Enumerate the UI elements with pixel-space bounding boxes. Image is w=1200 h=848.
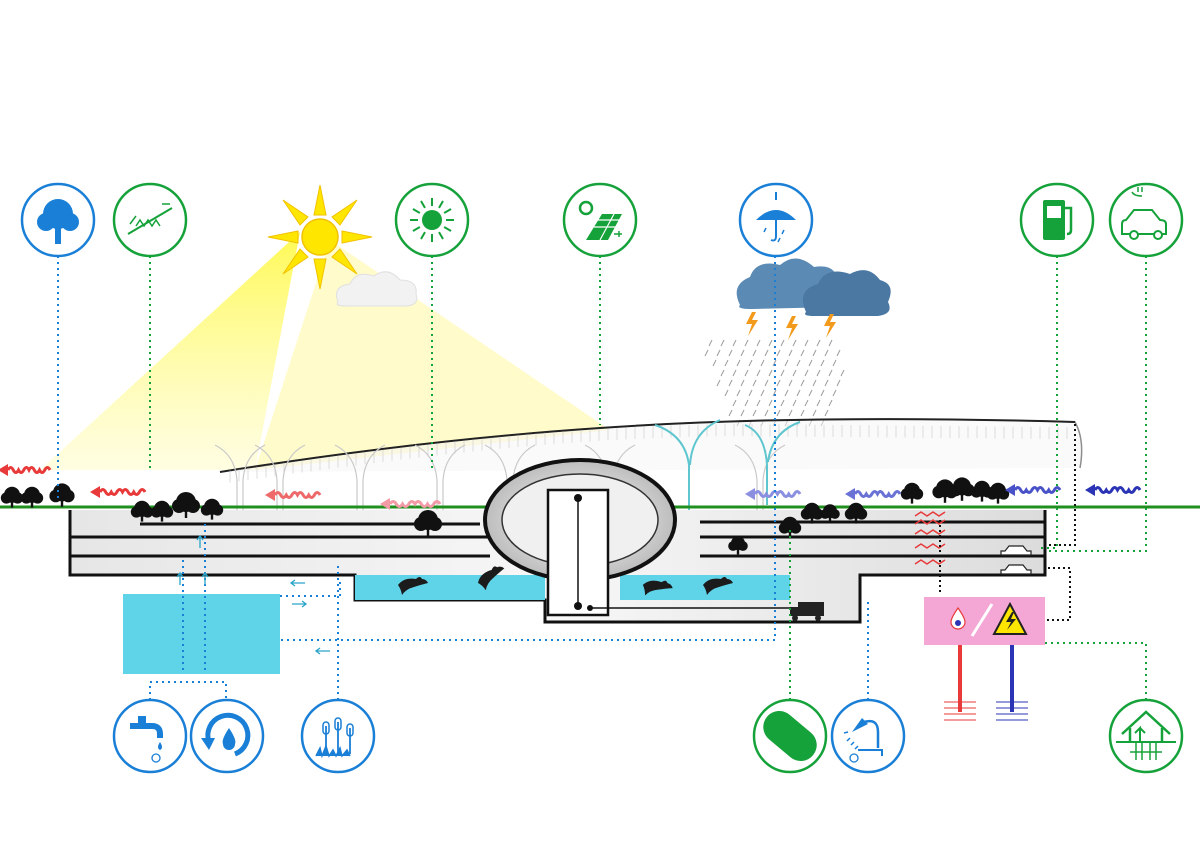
energy-panel <box>924 597 1045 721</box>
green-roof-icon <box>127 203 173 235</box>
dolphin-icons <box>398 566 733 596</box>
rain-umbrella-ring <box>738 182 814 258</box>
fuel-pump-ring <box>1019 182 1095 258</box>
tree-silhouette <box>49 483 75 507</box>
dolphin-icon <box>398 577 428 595</box>
dolphin-icon <box>477 566 505 591</box>
roof-canopy <box>219 418 1083 473</box>
car-icons <box>1000 545 1032 575</box>
shower-ring <box>830 698 906 774</box>
water-recycle-ring <box>189 698 265 774</box>
cool-air-arrow <box>1005 484 1062 496</box>
tree-silhouette <box>820 504 840 523</box>
water-tank <box>355 575 545 600</box>
tree-silhouette <box>200 498 224 520</box>
biogas-capsule-icon <box>763 711 817 761</box>
sun-daylight-icon <box>410 198 454 242</box>
reeds-wetland-icon <box>315 717 354 759</box>
water-tap-ring <box>112 698 188 774</box>
high-voltage-warning-icon <box>992 601 1028 635</box>
tree-silhouette <box>20 486 44 508</box>
tree-silhouette <box>172 492 200 518</box>
water-energy-icon <box>950 606 966 630</box>
heat-exchange-zigzag <box>914 511 946 565</box>
geothermal-house-icon <box>1116 710 1176 760</box>
icon-rings <box>20 182 1184 774</box>
canopy-grid-lines <box>229 424 1068 483</box>
green-roof-ring <box>112 182 188 258</box>
tree-silhouette <box>130 500 154 522</box>
water-tap-icon <box>130 716 163 763</box>
hot-air-arrow <box>90 486 147 498</box>
black-connector-lines <box>939 424 1076 621</box>
warm-air-arrow <box>380 498 442 510</box>
solar-panel-ring <box>562 182 638 258</box>
cool-air-arrow <box>845 488 902 500</box>
biogas-capsule-ring <box>752 698 828 774</box>
tree-silhouette <box>844 502 868 524</box>
tree-silhouette <box>414 510 442 536</box>
dolphin-icon <box>642 580 673 596</box>
reeds-wetland-ring <box>300 698 376 774</box>
tree-silhouettes <box>0 477 1010 555</box>
blue-connector-lines <box>57 256 869 700</box>
tree-silhouette <box>986 482 1010 504</box>
sun-daylight-ring <box>394 182 470 258</box>
water-recycle-icon <box>201 712 251 757</box>
small-cloud-icon <box>336 271 418 307</box>
hot-air-arrow <box>265 489 322 501</box>
central-atrium <box>483 458 790 617</box>
hot-air-arrow <box>0 464 52 476</box>
fuel-pump-icon <box>1043 200 1073 240</box>
electric-car-icon <box>1121 187 1167 240</box>
solar-panel-icon <box>578 200 622 241</box>
rain-collection-funnels <box>654 419 801 530</box>
dolphin-icon <box>703 577 733 595</box>
water-flow-arrows <box>176 534 330 655</box>
green-connector-lines <box>149 256 1147 700</box>
cool-air-arrow <box>745 488 802 500</box>
tree-silhouette <box>900 482 924 504</box>
tree-silhouette <box>778 516 802 538</box>
sun-icon <box>267 184 373 290</box>
tree-silhouette <box>150 500 174 522</box>
lightning-icon <box>746 312 836 340</box>
shower-icon <box>843 718 883 763</box>
electric-car-ring <box>1108 182 1184 258</box>
geothermal-house-ring <box>1108 698 1184 774</box>
tree-silhouette <box>800 502 824 524</box>
rainwater-storage-tank <box>123 594 280 674</box>
tree-icon <box>37 199 79 244</box>
storm-cloud-icon <box>736 258 891 316</box>
airflow-arrows <box>0 464 1142 510</box>
rain-umbrella-icon <box>756 192 796 243</box>
tree-silhouette <box>728 536 748 555</box>
tree-ring <box>20 182 96 258</box>
truck-icon <box>790 602 824 621</box>
tree-silhouette <box>0 486 24 508</box>
cool-air-arrow <box>1085 484 1142 496</box>
